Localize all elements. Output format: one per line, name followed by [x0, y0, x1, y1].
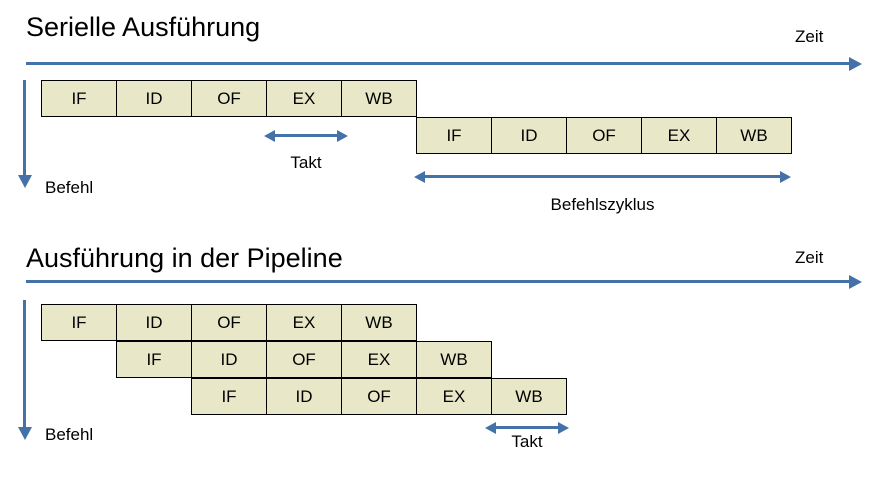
stage-box-if: IF: [416, 117, 492, 154]
pipeline-instruction-row-2: IF ID OF EX WB: [116, 341, 492, 378]
stage-box-ex: EX: [266, 80, 342, 117]
pipeline-instruction-axis-label: Befehl: [45, 425, 94, 444]
befehlszyklus-arrowhead-right: [780, 171, 791, 183]
stage-box-ex: EX: [641, 117, 717, 154]
serial-befehlszyklus-label: Befehlszyklus: [550, 195, 655, 214]
serial-takt-label: Takt: [290, 153, 322, 172]
stage-box-ex: EX: [266, 304, 342, 341]
befehlszyklus-arrowhead-left: [414, 171, 425, 183]
serial-instruction-axis-arrowhead: [18, 175, 32, 188]
pipeline-instruction-axis-arrow: [17, 300, 33, 440]
serial-instruction-row-2: IF ID OF EX WB: [416, 117, 792, 154]
pipeline-instruction-row-1: IF ID OF EX WB: [41, 304, 417, 341]
stage-box-if: IF: [41, 80, 117, 117]
stage-box-wb: WB: [341, 80, 417, 117]
stage-box-id: ID: [491, 117, 567, 154]
stage-box-id: ID: [266, 378, 342, 415]
stage-box-wb: WB: [491, 378, 567, 415]
serial-time-axis-line: [26, 62, 849, 65]
stage-box-of: OF: [341, 378, 417, 415]
stage-box-of: OF: [566, 117, 642, 154]
serial-instruction-row-1: IF ID OF EX WB: [41, 80, 417, 117]
stage-box-of: OF: [266, 341, 342, 378]
stage-box-wb: WB: [416, 341, 492, 378]
pipeline-time-axis-label: Zeit: [795, 248, 824, 267]
takt-arrowhead-right: [558, 422, 569, 434]
serial-befehlszyklus-measure-arrow: [414, 171, 791, 183]
stage-box-id: ID: [116, 304, 192, 341]
takt-measure-line: [493, 426, 561, 429]
stage-box-of: OF: [191, 304, 267, 341]
stage-box-if: IF: [191, 378, 267, 415]
serial-instruction-axis-arrow: [17, 80, 33, 188]
stage-box-of: OF: [191, 80, 267, 117]
takt-arrowhead-right: [337, 130, 348, 142]
pipeline-time-axis-line: [26, 280, 849, 283]
stage-box-if: IF: [41, 304, 117, 341]
pipeline-time-axis-arrow: [26, 275, 862, 289]
serial-instruction-axis-line: [23, 80, 26, 175]
stage-box-wb: WB: [716, 117, 792, 154]
serial-time-axis-arrowhead: [849, 57, 862, 71]
serial-instruction-axis-label: Befehl: [45, 178, 94, 197]
stage-box-id: ID: [116, 80, 192, 117]
takt-arrowhead-left: [485, 422, 496, 434]
pipeline-time-axis-arrowhead: [849, 275, 862, 289]
pipeline-takt-measure-arrow: [485, 422, 569, 434]
stage-box-ex: EX: [416, 378, 492, 415]
pipeline-instruction-axis-line: [23, 300, 26, 427]
stage-box-if: IF: [116, 341, 192, 378]
serial-takt-measure-arrow: [264, 130, 348, 142]
stage-box-ex: EX: [341, 341, 417, 378]
takt-arrowhead-left: [264, 130, 275, 142]
pipeline-instruction-axis-arrowhead: [18, 427, 32, 440]
befehlszyklus-measure-line: [422, 175, 783, 178]
serial-section-title: Serielle Ausführung: [26, 12, 261, 42]
stage-box-wb: WB: [341, 304, 417, 341]
serial-time-axis-label: Zeit: [795, 27, 824, 46]
takt-measure-line: [272, 134, 340, 137]
pipeline-section-title: Ausführung in der Pipeline: [26, 243, 343, 273]
stage-box-id: ID: [191, 341, 267, 378]
pipeline-instruction-row-3: IF ID OF EX WB: [191, 378, 567, 415]
pipeline-takt-label: Takt: [511, 432, 543, 451]
serial-time-axis-arrow: [26, 57, 862, 71]
